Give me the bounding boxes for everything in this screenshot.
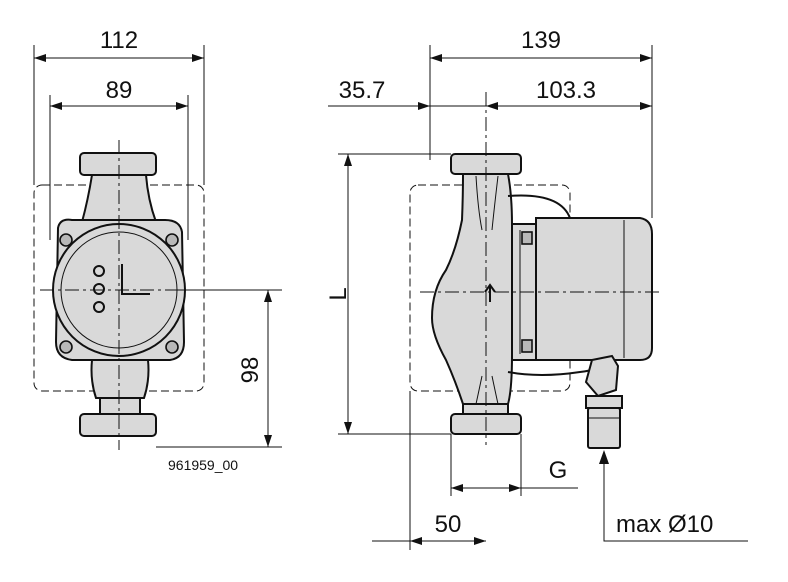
led-2 <box>93 283 105 295</box>
arrow-L-bottom <box>344 422 352 434</box>
bolt-top-right <box>165 233 179 247</box>
front-upper-flange <box>79 152 157 176</box>
bolt-bottom-right <box>165 340 179 354</box>
arrow-103-left <box>486 102 498 110</box>
dim-50-label: 50 <box>435 511 462 538</box>
cable-gland-nut <box>587 407 621 449</box>
front-lower-flange <box>79 413 157 437</box>
arrow-112-right <box>192 54 204 62</box>
dim-G-label: G <box>549 457 568 484</box>
coupling-clip-top <box>521 231 533 245</box>
dim-89-label: 89 <box>106 77 133 104</box>
arrow-50-left <box>410 537 422 545</box>
arrow-L-top <box>344 154 352 166</box>
arrow-139-left <box>430 54 442 62</box>
cable-leader <box>603 452 748 542</box>
cable-label: max Ø10 <box>616 511 713 538</box>
side-pump-body <box>430 173 513 405</box>
arrow-50-right <box>474 537 486 545</box>
drawing-id: 961959_00 <box>168 457 238 473</box>
side-view: 139 35.7 103.3 L G 50 max Ø10 <box>325 27 748 550</box>
dim-L-label: L <box>325 287 352 300</box>
dim-357-label: 35.7 <box>339 77 386 104</box>
front-lower-neck <box>90 359 150 399</box>
arrow-89-right <box>176 102 188 110</box>
arrow-98-bottom <box>264 435 272 447</box>
arrow-357 <box>418 102 430 110</box>
arrow-G-left <box>451 484 463 492</box>
motor-top-contour <box>507 194 571 219</box>
arrow-139-right <box>640 54 652 62</box>
arrow-98-top <box>264 290 272 302</box>
flow-arrow-icon <box>484 283 496 302</box>
dim-103-label: 103.3 <box>536 77 596 104</box>
control-mark <box>121 264 150 295</box>
led-1 <box>93 265 105 277</box>
motor-housing <box>535 217 653 361</box>
dim-139-label: 139 <box>521 27 561 54</box>
front-view: 112 89 98 961959_00 <box>33 27 282 473</box>
bolt-bottom-left <box>59 340 73 354</box>
front-lower-stem <box>99 397 141 415</box>
arrow-G-right <box>509 484 521 492</box>
led-3 <box>93 301 105 313</box>
dim-112-label: 112 <box>100 27 138 54</box>
cable-gland-head <box>584 354 620 398</box>
dim-98-label: 98 <box>237 357 264 384</box>
arrow-112-left <box>34 54 46 62</box>
arrow-103-right <box>640 102 652 110</box>
arrow-89-left <box>50 102 62 110</box>
side-inner-passage <box>475 175 499 405</box>
coupling-clip-bottom <box>521 339 533 353</box>
cable-gland-body <box>585 395 623 409</box>
bolt-top-left <box>59 233 73 247</box>
